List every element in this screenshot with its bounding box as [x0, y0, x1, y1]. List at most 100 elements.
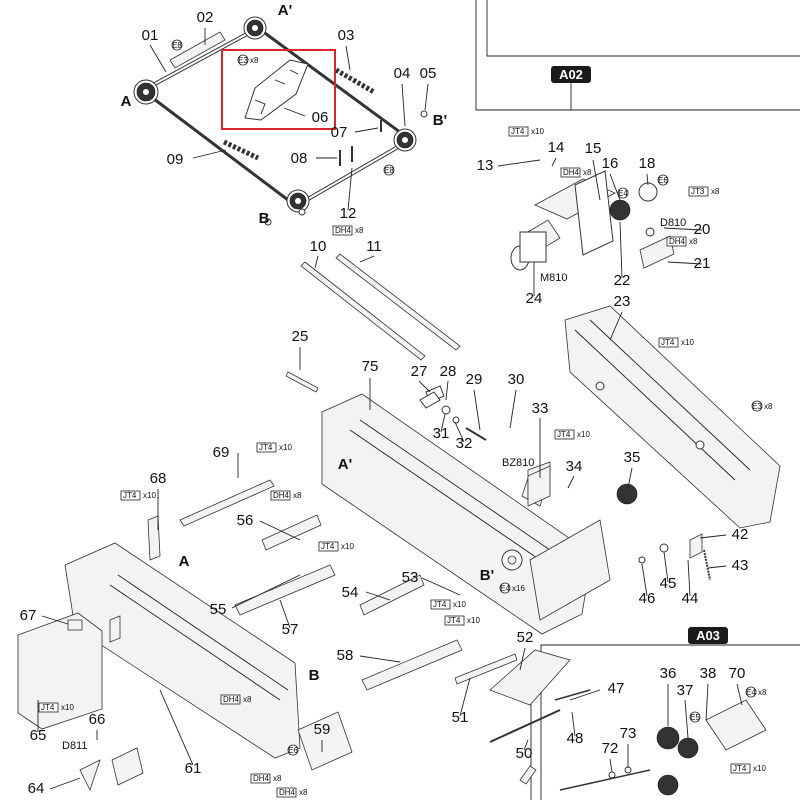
screw-tag-box: [688, 186, 709, 197]
part-number-72: 72: [602, 740, 619, 757]
part-number-10: 10: [310, 238, 327, 255]
screw-tag-box: [250, 773, 271, 784]
gear-icon: [243, 16, 267, 40]
screw-tag-box: [332, 225, 353, 236]
screw-tag-code: JT4: [321, 542, 335, 551]
screw-tag-code: E6: [288, 746, 298, 755]
screw-tag-box: [318, 541, 339, 552]
section-badge-a03: A03: [688, 627, 728, 644]
leader-lines: [37, 28, 743, 790]
part-number-20: 20: [694, 221, 711, 238]
part-number-28: 28: [440, 363, 457, 380]
part-number-13: 13: [477, 157, 494, 174]
screw-tag-qty: x8: [273, 774, 282, 783]
part-number-15: 15: [585, 140, 602, 157]
reference-letter: B': [480, 567, 494, 584]
part-number-23: 23: [614, 293, 631, 310]
screw-tag: E8: [383, 164, 394, 176]
part-number-53: 53: [402, 569, 419, 586]
screw-tag-qty: x10: [341, 542, 354, 551]
part-number-37: 37: [677, 682, 694, 699]
screw-icon: [689, 711, 701, 723]
screw-tag-box: [658, 337, 679, 348]
reference-letter: B': [433, 112, 447, 129]
gear-icon: [393, 128, 417, 152]
side-plate-23: [564, 305, 781, 529]
leader-line: [663, 227, 703, 231]
part-number-46: 46: [639, 590, 656, 607]
screw-tag-qty: x8: [583, 168, 592, 177]
rails-10-11: [285, 253, 461, 393]
leader-line: [418, 380, 431, 393]
part-number-75: 75: [362, 358, 379, 375]
part-number-68: 68: [150, 470, 167, 487]
leader-line: [523, 739, 529, 751]
part-number-47: 47: [608, 680, 625, 697]
leader-line: [347, 167, 353, 211]
part-number-58: 58: [337, 647, 354, 664]
leader-line: [473, 389, 481, 431]
section-badge-a02: A02: [551, 66, 591, 110]
screw-tag-box: [276, 787, 297, 798]
leader-line: [592, 159, 601, 201]
screw-tag-code: DH4: [253, 774, 270, 783]
leader-line: [354, 127, 379, 133]
part-number-14: 14: [548, 139, 565, 156]
screw-tag-qty: x8: [250, 56, 259, 65]
screw-icon: [237, 54, 249, 66]
part-number-48: 48: [567, 730, 584, 747]
leader-line: [401, 83, 406, 127]
part-number-70: 70: [729, 665, 746, 682]
screw-tag-code: E3: [752, 402, 762, 411]
leader-line: [627, 467, 633, 489]
part-number-08: 08: [291, 150, 308, 167]
leader-line: [454, 421, 465, 443]
screw-tag-qty: x10: [467, 616, 480, 625]
screw-tag-box: [220, 694, 241, 705]
screw-tag-code: JT4: [557, 430, 571, 439]
screw-tag-qty: x8: [711, 187, 720, 196]
screw-tag-code: E3: [238, 56, 248, 65]
screw-tag-code: JT4: [41, 703, 55, 712]
reference-letter: A': [278, 2, 292, 19]
leader-line: [283, 107, 306, 117]
screw-icon: [499, 582, 511, 594]
screw-tag: JT4 x10: [444, 615, 480, 626]
screw-tag-code: E6: [658, 176, 668, 185]
reference-letter: A: [121, 93, 132, 110]
leader-line: [345, 45, 351, 71]
screw-icon: [171, 39, 183, 51]
screw-tag-code: DH4: [279, 788, 296, 797]
leader-line: [231, 574, 301, 609]
part-number-07: 07: [331, 124, 348, 141]
reference-letter: B: [309, 667, 320, 684]
screw-tag-code: JT4: [123, 491, 137, 500]
screw-tag-qty: x10: [753, 764, 766, 773]
screw-tag-code: E4: [500, 584, 510, 593]
part-number-55: 55: [210, 601, 227, 618]
part-number-27: 27: [411, 363, 428, 380]
leader-line: [159, 689, 194, 766]
gear-icon: [286, 189, 310, 213]
screw-tag-qty: x10: [681, 338, 694, 347]
screw-tag-box: [508, 126, 529, 137]
part-number-03: 03: [338, 27, 355, 44]
leader-line: [519, 647, 526, 671]
screw-tag-qty: x10: [531, 127, 544, 136]
leader-line: [571, 711, 576, 737]
screw-tag-code: E4: [746, 688, 756, 697]
screw-tag-code: DH4: [335, 226, 352, 235]
screw-tag-box: [120, 490, 141, 501]
screw-icon: [617, 187, 629, 199]
part-number-64: 64: [28, 780, 45, 797]
screw-tag-code: DH4: [563, 168, 580, 177]
leader-line: [41, 615, 69, 625]
part-number-61: 61: [185, 760, 202, 777]
screw-tag-code: JT4: [447, 616, 461, 625]
part-number-42: 42: [732, 526, 749, 543]
